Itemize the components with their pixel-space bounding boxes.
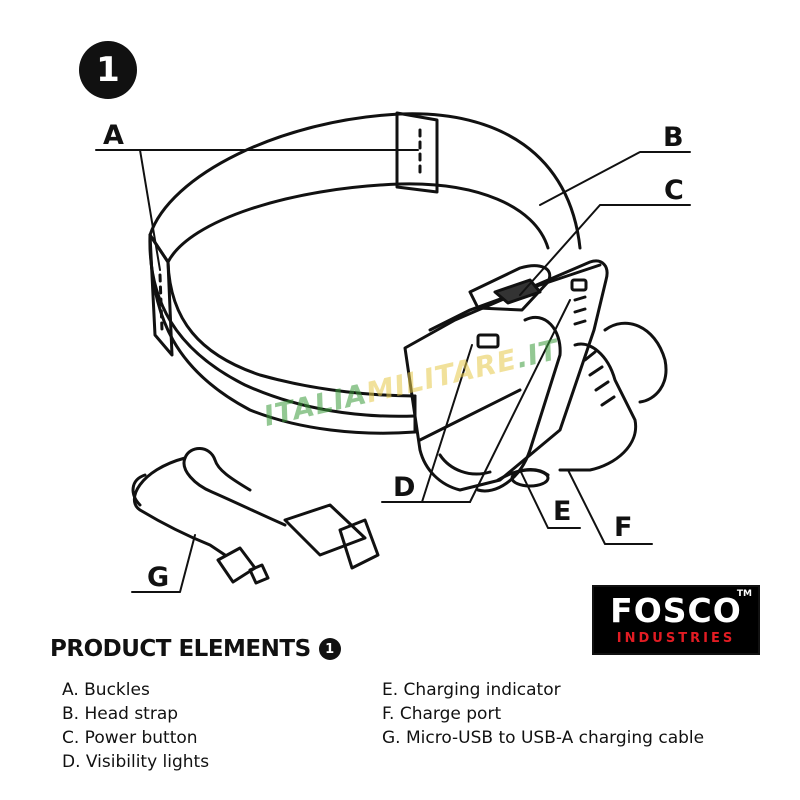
legend-item-visibility-lights: D. Visibility lights [62,752,210,772]
callout-lines [95,149,691,593]
callout-b: B [663,122,684,153]
product-elements-heading: PRODUCT ELEMENTS 1 [50,636,341,662]
legend-item-buckles: A. Buckles [62,680,150,700]
charging-cable [131,447,287,557]
heading-number-badge: 1 [318,638,341,660]
callout-e: E [553,496,572,527]
legend-item-charging-cable: G. Micro-USB to USB-A charging cable [382,728,705,748]
legend-item-charging-indicator: E. Charging indicator [382,680,561,700]
power-button [468,264,552,312]
callout-g: G [147,562,170,593]
callout-d: D [393,472,416,503]
callout-c: C [664,175,684,206]
callout-f: F [614,512,633,543]
legend-right-column: E. Charging indicator F. Charge port G. … [382,678,704,750]
legend-item-head-strap: B. Head strap [62,704,179,724]
lamp-front [476,316,562,493]
tilt-knob [558,321,668,472]
heading-title: PRODUCT ELEMENTS [50,636,311,662]
legend-item-power-button: C. Power button [62,728,198,748]
logo-trademark: TM [736,589,752,599]
callout-a: A [103,120,124,151]
micro-usb-connector [216,546,270,585]
legend-left-column: A. Buckles B. Head strap C. Power button… [62,678,209,774]
logo-subtitle: INDUSTRIES [616,631,736,646]
buckle-side [148,233,174,357]
usb-a-connector [283,503,380,570]
logo-wordmark: FOSCO [610,591,742,630]
legend-item-charge-port: F. Charge port [382,704,502,724]
fosco-logo: TM FOSCO INDUSTRIES [592,585,760,655]
step-number-badge: 1 [79,41,137,99]
buckle-rear [395,111,439,194]
